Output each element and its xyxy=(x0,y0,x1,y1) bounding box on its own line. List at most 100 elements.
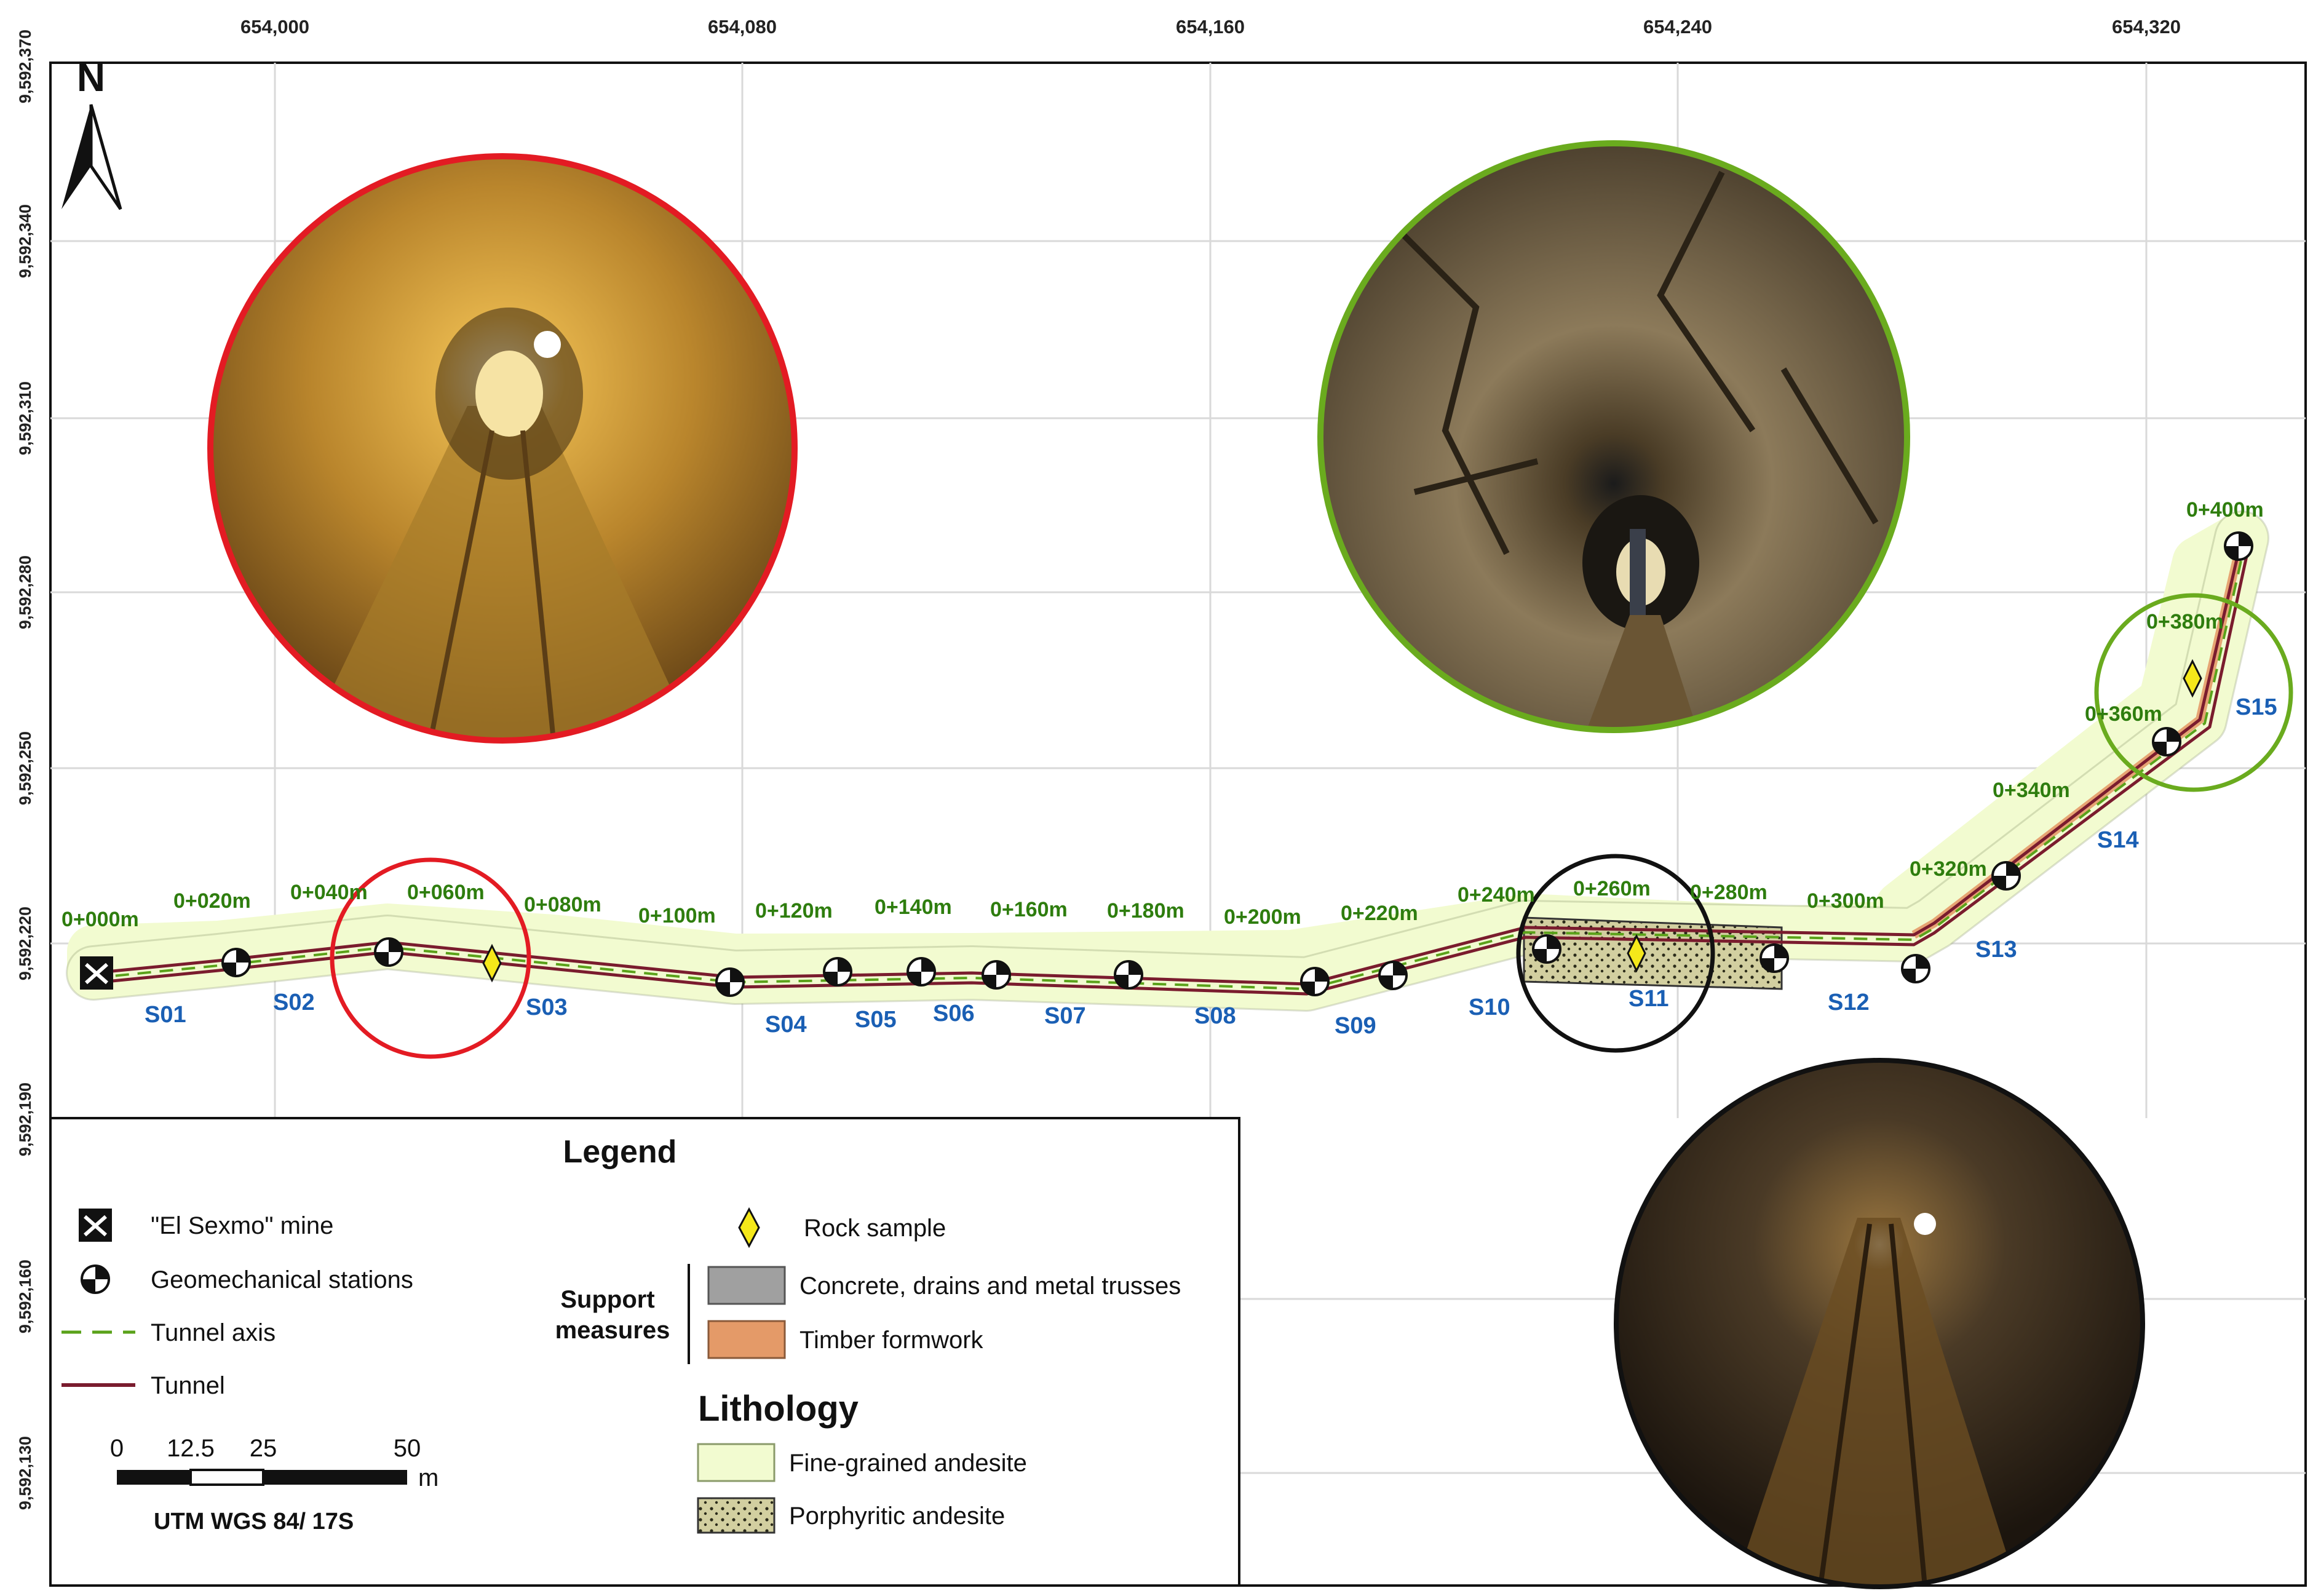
y-tick-label: 9,592,220 xyxy=(16,907,34,980)
x-coordinate-labels: 654,000 654,080 654,160 654,240 654,320 xyxy=(240,16,2181,38)
station-marker-icon xyxy=(1760,943,1789,973)
concrete-swatch xyxy=(707,1266,786,1305)
north-label: N xyxy=(77,55,105,100)
legend-support-title: measures xyxy=(555,1317,670,1344)
highlight-circle-green xyxy=(2094,593,2293,792)
crs-label: UTM WGS 84/ 17S xyxy=(154,1509,354,1534)
station-label: S04 xyxy=(765,1012,807,1038)
rock-sample-icon xyxy=(1627,934,1646,973)
chainage-label: 0+040m xyxy=(290,881,368,904)
station-marker-icon xyxy=(715,967,745,997)
highlight-circle-black xyxy=(1516,854,1715,1053)
rock-sample-icon xyxy=(2183,659,2202,698)
station-label: S14 xyxy=(2097,827,2139,853)
chainage-label: 0+140m xyxy=(875,895,952,919)
y-tick-label: 9,592,160 xyxy=(16,1260,34,1333)
station-marker-icon xyxy=(2152,727,2181,756)
chainage-label: 0+000m xyxy=(61,908,139,931)
rock-sample-icon xyxy=(482,943,502,983)
tunnel-photo-black xyxy=(1614,1058,2145,1589)
tunnel-photo-green xyxy=(1317,140,1910,733)
station-marker-icon xyxy=(1378,961,1408,990)
y-tick-label: 9,592,190 xyxy=(16,1082,34,1156)
station-label: S06 xyxy=(933,1001,975,1026)
porphyritic-andesite-zone xyxy=(1523,916,1783,990)
station-label: S02 xyxy=(273,990,315,1015)
legend-stations-label: Geomechanical stations xyxy=(151,1266,413,1293)
legend-lithology-title: Lithology xyxy=(698,1389,859,1429)
station-markers xyxy=(221,531,2253,997)
station-labels: S01 S02 S03 S04 S05 S06 S07 S08 S09 S10 … xyxy=(145,694,2277,1039)
station-marker-icon xyxy=(1300,967,1330,996)
chainage-label: 0+060m xyxy=(407,881,485,904)
legend-concrete-label: Concrete, drains and metal trusses xyxy=(799,1272,1181,1300)
chainage-label: 0+380m xyxy=(2146,610,2224,633)
timber-swatch xyxy=(707,1320,786,1359)
x-tick-label: 654,160 xyxy=(1176,16,1245,38)
y-tick-label: 9,592,250 xyxy=(16,731,34,805)
x-tick-label: 654,000 xyxy=(240,16,309,38)
chainage-label: 0+080m xyxy=(524,893,601,916)
scale-unit: m xyxy=(418,1464,438,1491)
fine-andesite-swatch xyxy=(697,1443,776,1482)
legend-support-title: Support xyxy=(560,1286,654,1313)
chainage-label: 0+400m xyxy=(2186,498,2264,522)
chainage-label: 0+260m xyxy=(1573,877,1651,900)
x-tick-label: 654,240 xyxy=(1643,16,1712,38)
chainage-label: 0+180m xyxy=(1107,899,1184,923)
station-label: S13 xyxy=(1975,937,2017,963)
mine-icon xyxy=(80,956,113,990)
station-marker-icon xyxy=(1114,960,1143,990)
y-tick-label: 9,592,280 xyxy=(16,555,34,629)
legend-porphyritic-label: Porphyritic andesite xyxy=(789,1503,1005,1530)
chainage-label: 0+300m xyxy=(1807,889,1884,913)
station-marker-icon xyxy=(823,957,852,987)
scale-label: 0 xyxy=(110,1435,124,1462)
mine-icon xyxy=(79,1209,112,1242)
station-label: S11 xyxy=(1629,986,1669,1012)
chainage-label: 0+360m xyxy=(2085,702,2162,726)
station-marker-icon xyxy=(2224,531,2253,561)
tunnel-photo-red xyxy=(207,153,798,744)
north-arrow-icon: N xyxy=(61,55,122,210)
station-marker-icon xyxy=(81,1264,110,1294)
porphyritic-andesite-swatch xyxy=(697,1497,776,1534)
station-label: S03 xyxy=(526,995,568,1020)
station-marker-icon xyxy=(1532,934,1561,964)
chainage-label: 0+020m xyxy=(173,889,251,913)
station-marker-icon xyxy=(1901,954,1930,983)
y-tick-label: 9,592,370 xyxy=(16,30,34,103)
station-label: S10 xyxy=(1469,995,1510,1020)
station-marker-icon xyxy=(221,948,251,977)
station-marker-icon xyxy=(982,960,1011,990)
scale-label: 25 xyxy=(250,1435,277,1462)
chainage-label: 0+240m xyxy=(1458,883,1535,907)
chainage-label: 0+220m xyxy=(1341,902,1418,925)
station-marker-icon xyxy=(907,957,936,987)
station-label: S08 xyxy=(1194,1003,1236,1029)
chainage-label: 0+160m xyxy=(990,898,1068,921)
y-coordinate-labels: 9,592,370 9,592,340 9,592,310 9,592,280 … xyxy=(16,30,34,1510)
legend-tunnel-label: Tunnel xyxy=(151,1372,225,1399)
legend-mine-label: "El Sexmo" mine xyxy=(151,1212,333,1239)
x-tick-label: 654,080 xyxy=(708,16,777,38)
station-label: S01 xyxy=(145,1002,186,1028)
x-tick-label: 654,320 xyxy=(2112,16,2181,38)
y-tick-label: 9,592,130 xyxy=(16,1436,34,1510)
chainage-labels: 0+000m 0+020m 0+040m 0+060m 0+080m 0+100… xyxy=(61,498,2264,931)
station-label: S05 xyxy=(855,1007,897,1033)
scale-label: 50 xyxy=(394,1435,421,1462)
legend-rock-sample-label: Rock sample xyxy=(804,1215,946,1242)
station-label: S12 xyxy=(1828,990,1870,1015)
y-tick-label: 9,592,340 xyxy=(16,204,34,278)
chainage-label: 0+340m xyxy=(1993,779,2070,802)
rock-sample-icon xyxy=(738,1207,760,1249)
station-marker-icon xyxy=(374,937,403,967)
y-tick-label: 9,592,310 xyxy=(16,381,34,455)
legend-timber-label: Timber formwork xyxy=(799,1327,984,1354)
legend-axis-label: Tunnel axis xyxy=(151,1319,276,1346)
highlight-circle-red xyxy=(330,857,531,1059)
legend-title: Legend xyxy=(563,1134,677,1170)
